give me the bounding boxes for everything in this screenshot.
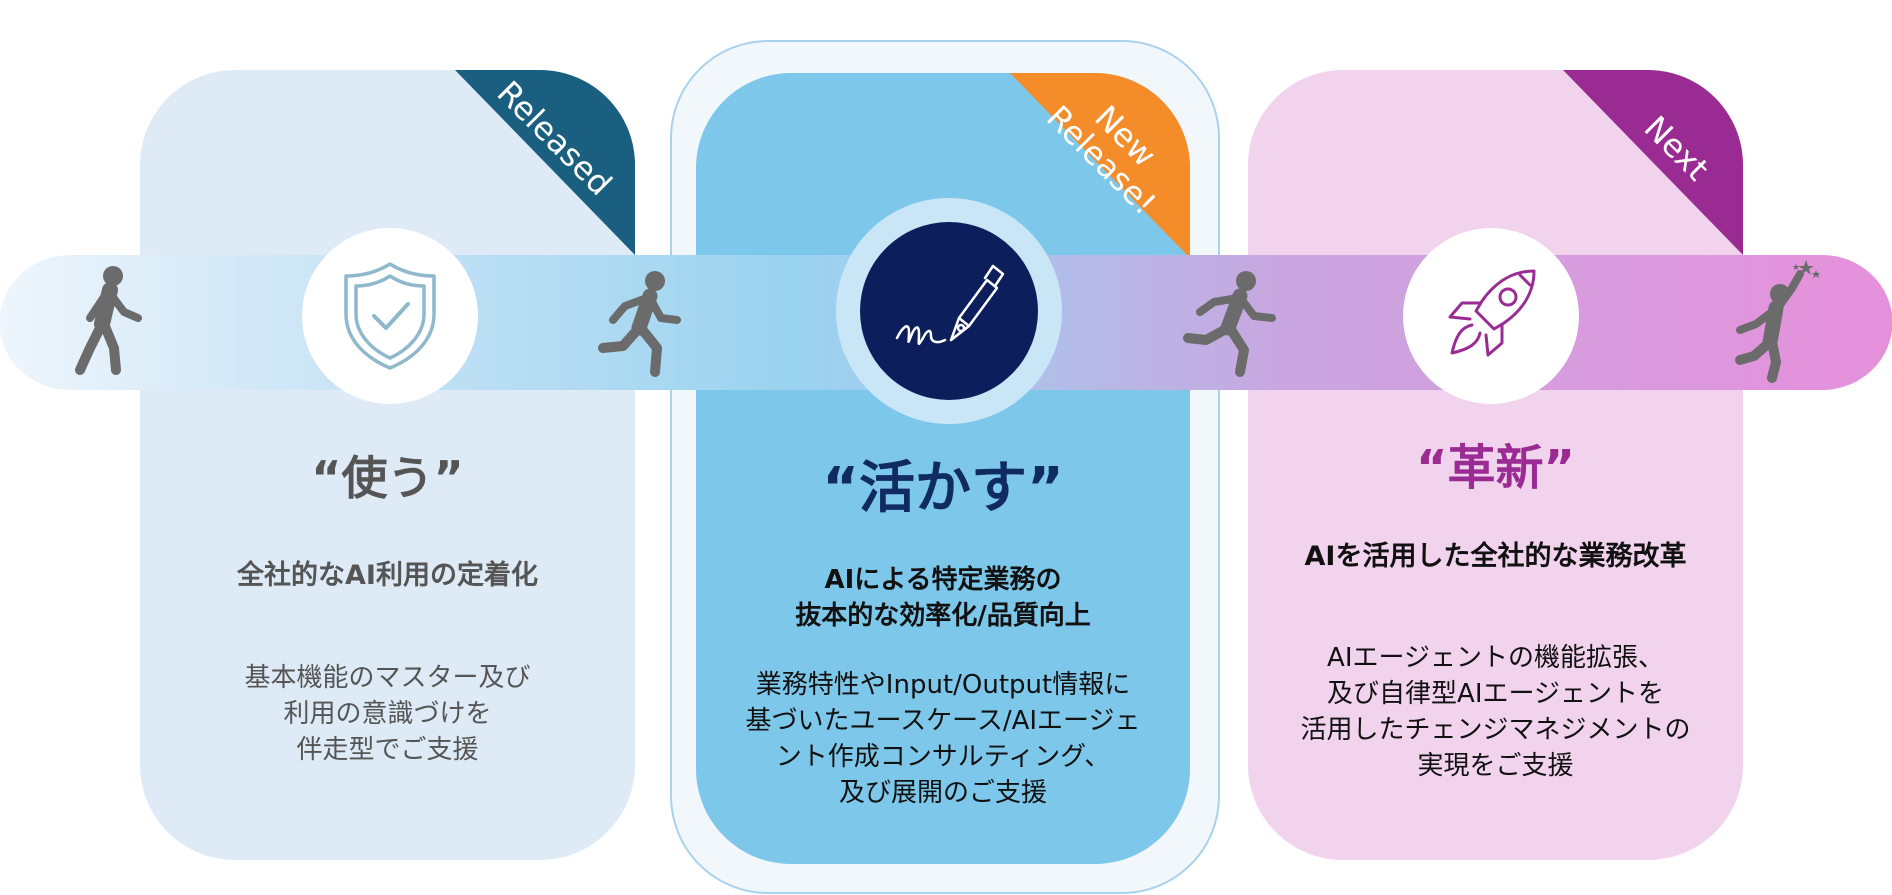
stage-card-use: Released (140, 70, 635, 860)
rocket-icon-circle (1403, 228, 1579, 404)
stage-description-utilize: 業務特性やInput/Output情報に 基づいたユースケース/AIエージェ ン… (745, 670, 1141, 808)
stage-card-innovate: Next (1248, 70, 1743, 860)
running-person-icon (598, 271, 681, 377)
stage-subtitle-innovate: AIを活用した全社的な業務改革 (1304, 541, 1687, 572)
pen-icon-inner (860, 222, 1038, 400)
rocket-icon (1448, 269, 1536, 357)
stage-description-use: 基本機能のマスター及び 利用の意識づけを 伴走型でご支援 (244, 663, 531, 765)
new-release-ribbon (1010, 73, 1190, 258)
stage-subtitle-utilize: AIによる特定業務の 抜本的な効率化/品質向上 (795, 565, 1091, 631)
pen-icon-circle (836, 198, 1062, 424)
stage-description-innovate: AIエージェントの機能拡張、 及び自律型AIエージェントを 活用したチェンジマネ… (1300, 643, 1691, 781)
shield-check-icon (344, 262, 436, 370)
stage-title-use: “使う” (311, 451, 464, 505)
shield-icon-circle (302, 228, 478, 404)
reaching-star-person-icon (1735, 260, 1820, 383)
stage-subtitle-use: 全社的なAI利用の定着化 (237, 560, 538, 591)
next-ribbon (1563, 70, 1743, 255)
running-person-icon (1183, 271, 1276, 377)
released-ribbon (455, 70, 635, 255)
stage-title-utilize: “活かす” (822, 456, 1064, 521)
walking-person-icon (75, 266, 142, 375)
fountain-pen-signature-icon (895, 264, 1005, 346)
stage-title-innovate: “革新” (1415, 440, 1576, 496)
